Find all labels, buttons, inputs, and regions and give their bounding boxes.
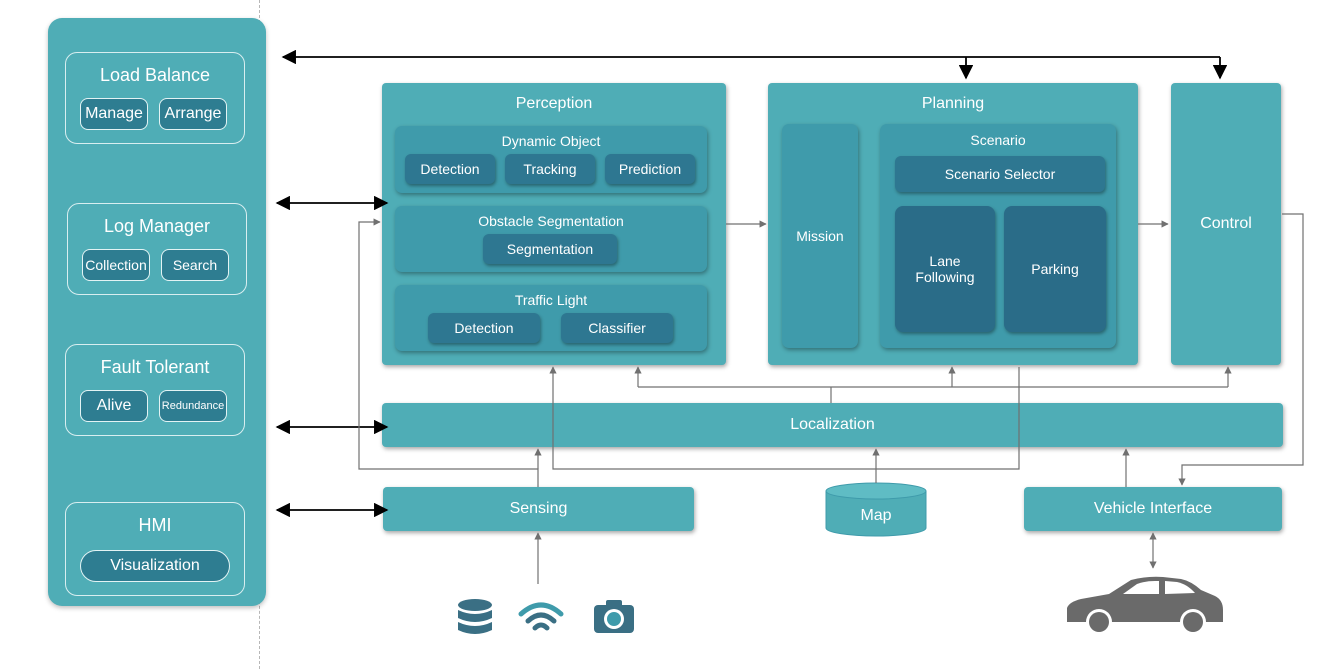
log-manager-title: Log Manager (103, 215, 211, 236)
visualization-button[interactable]: Visualization (80, 550, 230, 582)
traffic-light-title: Traffic Light (514, 292, 588, 308)
wifi-icon (518, 602, 564, 631)
prediction-chip[interactable]: Prediction (605, 154, 695, 184)
vehicle-interface-block: Vehicle Interface (1024, 487, 1282, 531)
hmi-group: HMI Visualization (65, 502, 245, 596)
fault-tolerant-group: Fault Tolerant Alive Redundance (65, 344, 245, 436)
obstacle-segmentation-block: Obstacle Segmentation Segmentation (395, 206, 707, 272)
control-block: Control (1171, 83, 1281, 365)
tracking-chip[interactable]: Tracking (505, 154, 595, 184)
planning-title: Planning (921, 95, 985, 112)
localization-block: Localization (382, 403, 1283, 447)
search-button[interactable]: Search (161, 249, 229, 281)
car-icon (1067, 576, 1223, 635)
log-manager-group: Log Manager Collection Search (67, 203, 247, 295)
arrange-button[interactable]: Arrange (159, 98, 227, 130)
scenario-selector-chip[interactable]: Scenario Selector (895, 156, 1105, 192)
fault-tolerant-title: Fault Tolerant (100, 356, 210, 377)
redundance-button[interactable]: Redundance (159, 390, 227, 422)
sensing-block: Sensing (383, 487, 694, 531)
classifier-chip[interactable]: Classifier (561, 313, 673, 343)
scenario-block: Scenario Scenario Selector Lane Followin… (880, 124, 1116, 348)
traffic-detection-chip[interactable]: Detection (428, 313, 540, 343)
camera-icon (594, 600, 634, 633)
scenario-title: Scenario (970, 132, 1026, 148)
load-balance-title: Load Balance (99, 64, 211, 85)
parking-chip[interactable]: Parking (1004, 206, 1106, 332)
mission-block: Mission (782, 124, 858, 348)
obstacle-segmentation-title: Obstacle Segmentation (478, 213, 624, 229)
dynamic-detection-chip[interactable]: Detection (405, 154, 495, 184)
database-icon (458, 599, 492, 634)
dynamic-object-block: Dynamic Object Detection Tracking Predic… (395, 126, 707, 193)
map-label: Map (860, 507, 892, 524)
load-balance-group: Load Balance Manage Arrange (65, 52, 245, 144)
collection-button[interactable]: Collection (82, 249, 150, 281)
lane-following-chip[interactable]: Lane Following (895, 206, 995, 332)
manage-button[interactable]: Manage (80, 98, 148, 130)
perception-block: Perception Dynamic Object Detection Trac… (382, 83, 726, 365)
alive-button[interactable]: Alive (80, 390, 148, 422)
perception-title: Perception (515, 95, 593, 112)
segmentation-chip[interactable]: Segmentation (483, 234, 617, 264)
hmi-title: HMI (138, 514, 172, 535)
dynamic-object-title: Dynamic Object (501, 133, 601, 149)
traffic-light-block: Traffic Light Detection Classifier (395, 285, 707, 351)
planning-block: Planning Mission Scenario Scenario Selec… (768, 83, 1138, 365)
